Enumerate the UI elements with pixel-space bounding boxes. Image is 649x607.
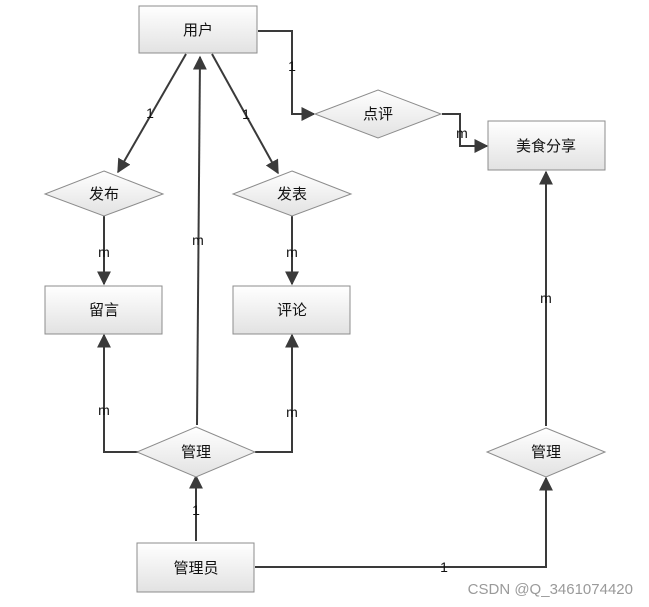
cardinality-admin-manage-right: 1 <box>440 559 448 575</box>
edge-user-post <box>211 53 279 175</box>
cardinality-admin-manage-left: 1 <box>192 502 200 518</box>
cardinality-manage-user: m <box>192 232 204 248</box>
relation-manage-right: 管理 <box>485 427 607 478</box>
entity-user-label: 用户 <box>183 21 213 39</box>
relation-post-label: 发表 <box>277 185 307 203</box>
relation-publish: 发布 <box>43 170 165 217</box>
edge-manage-user <box>192 55 207 426</box>
relation-publish-label: 发布 <box>89 185 119 203</box>
relation-manage-left: 管理 <box>135 426 257 478</box>
edge-review-food <box>442 113 489 153</box>
edge-admin-manage-right <box>255 476 553 568</box>
entity-admin: 管理员 <box>136 542 255 593</box>
edge-manage-message <box>97 333 138 453</box>
watermark-text: CSDN @Q_3461074420 <box>468 581 633 598</box>
relation-review: 点评 <box>313 89 443 139</box>
edge-manage-comment <box>255 333 299 453</box>
entity-admin-label: 管理员 <box>173 559 218 577</box>
edge-user-review <box>258 30 316 121</box>
cardinality-user-review: 1 <box>288 58 296 74</box>
entity-food-share: 美食分享 <box>487 120 606 171</box>
cardinality-labels: 1 m 1 m m 1 m m m 1 1 m <box>98 58 552 575</box>
cardinality-manage-food: m <box>540 290 552 306</box>
entity-food-share-label: 美食分享 <box>516 137 576 155</box>
cardinality-post-comment: m <box>286 244 298 260</box>
entity-comment-label: 评论 <box>277 301 307 319</box>
cardinality-review-food: m <box>456 125 468 141</box>
relation-manage-right-label: 管理 <box>531 443 561 461</box>
edge-user-publish <box>117 53 187 174</box>
cardinality-manage-comment: m <box>286 404 298 420</box>
relation-review-label: 点评 <box>363 105 393 123</box>
entity-comment: 评论 <box>232 285 351 335</box>
cardinality-user-publish: 1 <box>146 105 154 121</box>
cardinality-publish-message: m <box>98 244 110 260</box>
edges <box>97 30 553 568</box>
entity-message: 留言 <box>44 285 163 335</box>
cardinality-manage-message: m <box>98 402 110 418</box>
relation-post: 发表 <box>231 170 353 217</box>
entity-user: 用户 <box>138 5 258 54</box>
cardinality-user-post: 1 <box>242 106 250 122</box>
entity-message-label: 留言 <box>89 301 119 319</box>
relation-manage-left-label: 管理 <box>181 443 211 461</box>
